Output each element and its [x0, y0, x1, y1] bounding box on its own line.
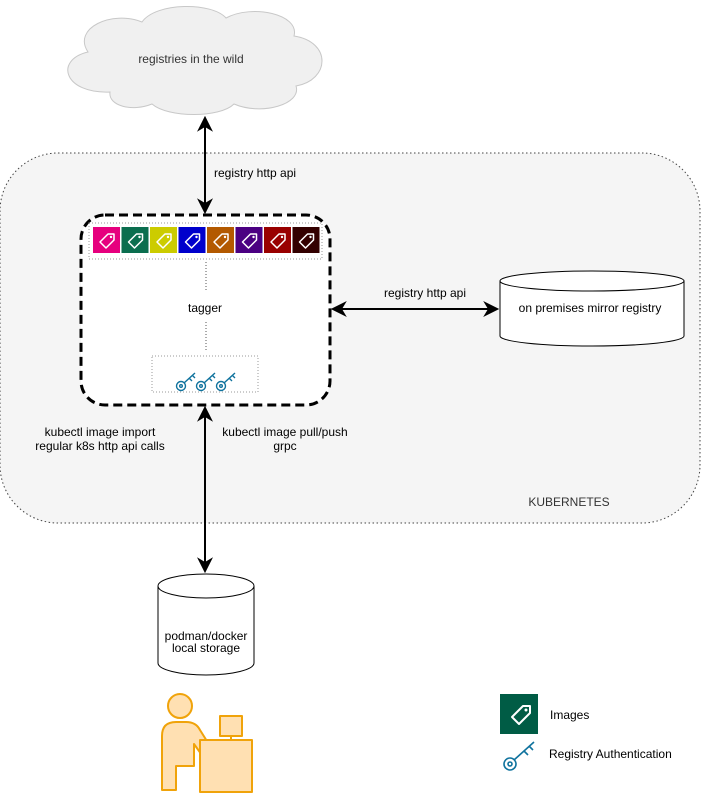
- kubernetes-label: KUBERNETES: [528, 495, 609, 509]
- edge-label-bottom-line2: grpc: [273, 439, 296, 453]
- user-icon: [161, 693, 253, 793]
- auth-keys: [175, 372, 236, 392]
- tagger-container: [79, 213, 332, 407]
- key-icon: [215, 372, 236, 392]
- image-tag-icon: [292, 227, 320, 253]
- legend: Images Registry Authentication: [500, 694, 672, 771]
- registries-cloud: registries in the wild: [67, 5, 323, 115]
- storage-label-line2: local storage: [172, 641, 240, 655]
- tagger-label: tagger: [188, 301, 222, 315]
- image-tag-icon: [207, 227, 234, 253]
- key-icon: [175, 372, 196, 392]
- cloud-label: registries in the wild: [138, 52, 243, 66]
- image-tag-icon: [235, 227, 263, 253]
- image-tag-icon: [264, 227, 291, 253]
- legend-images-label: Images: [550, 708, 589, 722]
- image-tag-icon: [178, 227, 206, 253]
- image-tag-icon: [121, 227, 149, 253]
- mirror-label: on premises mirror registry: [519, 301, 662, 315]
- key-icon: [195, 372, 216, 392]
- image-tag-icon: [150, 227, 177, 253]
- auth-keys-box: [151, 355, 259, 393]
- edge-label-top: registry http api: [214, 166, 296, 180]
- edge-label-right: registry http api: [384, 286, 466, 300]
- legend-images-icon: [500, 694, 538, 734]
- edge-label-left-line2: regular k8s http api calls: [35, 439, 164, 453]
- edge-label-bottom-line1: kubectl image pull/push: [222, 425, 347, 439]
- storage-label-line1: podman/docker: [165, 629, 248, 643]
- mirror-registry: on premises mirror registry: [499, 270, 685, 347]
- legend-auth-label: Registry Authentication: [549, 747, 672, 761]
- legend-key-icon: [503, 741, 535, 771]
- edge-label-left-line1: kubectl image import: [45, 425, 156, 439]
- image-tags: [93, 227, 320, 253]
- image-tag-icon: [93, 227, 120, 253]
- local-storage: podman/docker local storage: [157, 573, 255, 676]
